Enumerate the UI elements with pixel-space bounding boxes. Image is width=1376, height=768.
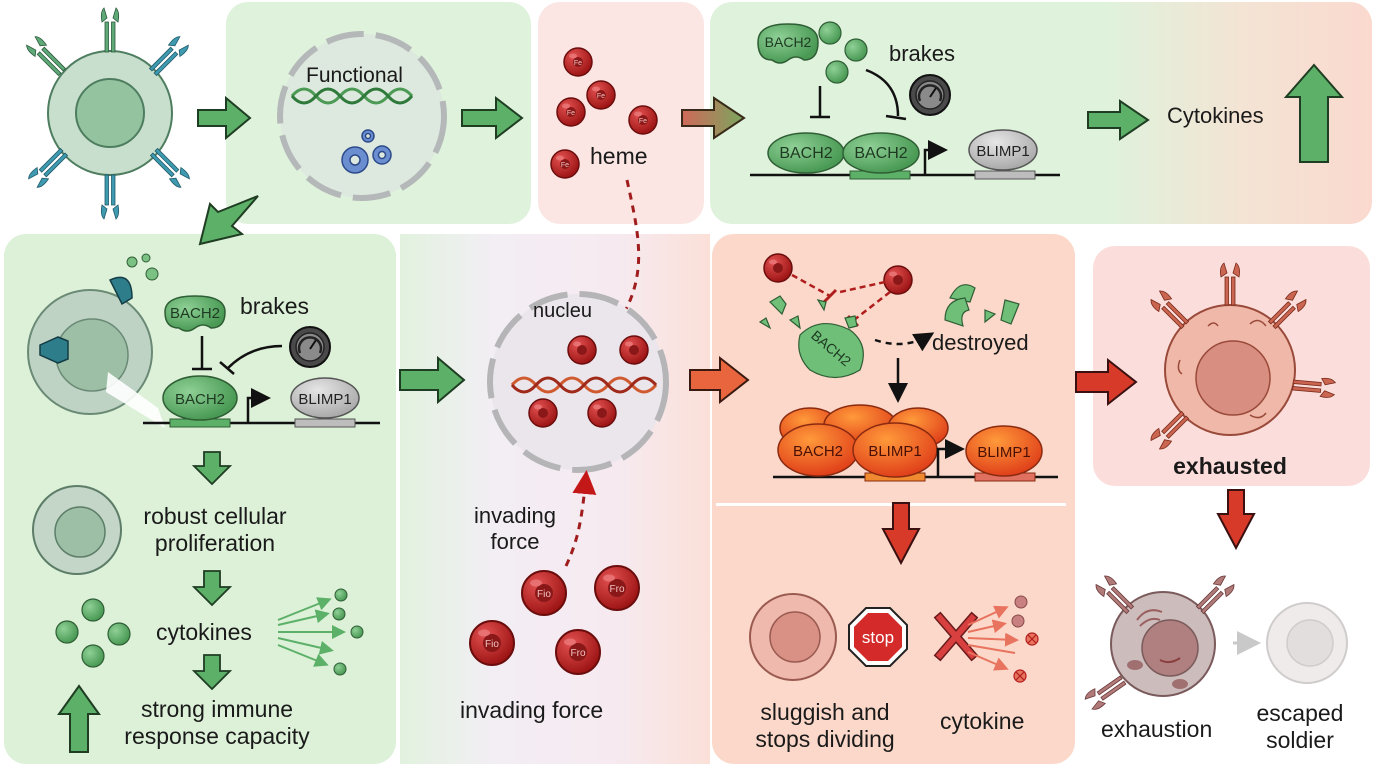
brakes-label-left: brakes xyxy=(240,293,310,319)
gauge-icon xyxy=(908,73,952,117)
immune-up-arrow xyxy=(57,684,101,753)
naive-t-cell xyxy=(24,7,192,220)
top-bach2-free xyxy=(757,23,819,64)
down-arrow-3 xyxy=(191,654,233,691)
sluggish-line-2: stops dividing xyxy=(755,726,895,752)
invading-fe-labels: Fio Fro Fio Fro xyxy=(485,584,625,659)
invading-dashed-arrow xyxy=(564,470,597,567)
functional-nucleus xyxy=(277,31,447,201)
svg-text:Fio: Fio xyxy=(485,639,499,650)
fe-glyphs: Fe Fe Fe Fe Fe xyxy=(561,60,647,169)
destruction-divider xyxy=(716,503,1066,506)
exhaustion-label: exhaustion xyxy=(1101,716,1213,742)
sluggish-cell xyxy=(749,593,837,681)
activated-cell xyxy=(27,253,165,428)
bach2-left-top-label: BACH2 xyxy=(170,305,220,322)
svg-text:Fe: Fe xyxy=(561,162,569,169)
red-down-arrow-2 xyxy=(1216,489,1256,551)
sluggish-line-1: sluggish and xyxy=(760,699,890,725)
svg-text:Fro: Fro xyxy=(610,584,625,595)
svg-text:Fe: Fe xyxy=(597,93,605,100)
complex-blimp1-label: BLIMP1 xyxy=(868,443,921,460)
invading-line-1: invading xyxy=(474,503,556,528)
down-arrow-1 xyxy=(191,451,233,486)
exhausted-label: exhausted xyxy=(1173,453,1287,479)
cytokine-cluster xyxy=(55,598,131,668)
bach2-left-bound-label: BACH2 xyxy=(175,391,225,408)
arrow-to-functional xyxy=(197,95,252,141)
svg-text:Fio: Fio xyxy=(537,589,551,600)
svg-text:Fe: Fe xyxy=(639,118,647,125)
escaped-soldier-label: escaped soldier xyxy=(1240,700,1360,754)
immune-line-2: response capacity xyxy=(124,723,310,749)
cytokines-label-top: Cytokines xyxy=(1167,103,1264,128)
gears-icon xyxy=(341,129,392,174)
escaped-cell xyxy=(1266,602,1348,684)
escaped-line-2: soldier xyxy=(1266,727,1334,753)
bach2-bound-label-2: BACH2 xyxy=(854,145,907,162)
heme-dashed-arrow xyxy=(608,179,641,337)
svg-text:Fe: Fe xyxy=(567,110,575,117)
invading-force-arrow-label: invading force xyxy=(455,503,575,555)
immune-line-1: strong immune xyxy=(140,696,294,722)
complex-bach2-label: BACH2 xyxy=(793,443,843,460)
arrow-to-cytokines xyxy=(1087,99,1150,141)
cytokine-label-blocked: cytokine xyxy=(940,708,1025,734)
arrow-to-destruction xyxy=(689,355,750,405)
arrow-down-left xyxy=(198,195,259,246)
stop-sign-label: stop xyxy=(862,628,894,647)
arrow-to-nucleus xyxy=(399,355,466,405)
stop-sign-icon xyxy=(848,607,908,667)
cytokine-spray xyxy=(277,597,346,667)
proliferation-line-2: proliferation xyxy=(154,530,276,556)
sluggish-label: sluggish and stops dividing xyxy=(735,699,915,753)
gauge-icon-left xyxy=(288,325,332,369)
proliferation-line-1: robust cellular xyxy=(143,503,287,529)
down-arrow-2 xyxy=(191,570,233,607)
proliferating-cell xyxy=(32,485,122,575)
nucleus-label: nucleu xyxy=(533,300,592,322)
red-down-arrow-1 xyxy=(881,502,921,566)
bach2-free-label: BACH2 xyxy=(765,34,812,50)
arrow-heme-to-brakes xyxy=(681,96,746,140)
heme-label: heme xyxy=(590,143,648,169)
arrow-to-exhausted xyxy=(1075,357,1138,407)
functional-label: Functional xyxy=(306,64,403,87)
blimp1-top-label: BLIMP1 xyxy=(976,143,1029,160)
bach2-fragments xyxy=(758,284,1020,379)
svg-text:Fe: Fe xyxy=(574,60,582,67)
invading-fe xyxy=(469,565,640,675)
exhausted-cell xyxy=(1148,262,1337,452)
bach2-bound-label-1: BACH2 xyxy=(779,145,832,162)
blimp1-left-label: BLIMP1 xyxy=(298,391,351,408)
immune-capacity-label: strong immune response capacity xyxy=(105,696,329,750)
svg-text:Fro: Fro xyxy=(571,648,586,659)
proliferation-label: robust cellular proliferation xyxy=(120,503,310,557)
exhaustion-cell xyxy=(1082,573,1237,713)
invading-force-label: invading force xyxy=(460,697,604,723)
cytokine-block-x-icon xyxy=(933,611,979,662)
arrow-to-heme xyxy=(461,95,524,141)
destroyed-label: destroyed xyxy=(932,330,1029,355)
invading-line-2: force xyxy=(490,529,540,554)
escaped-line-1: escaped xyxy=(1256,700,1344,726)
brakes-label-top: brakes xyxy=(889,41,956,66)
cytokines-up-arrow xyxy=(1283,63,1345,163)
blimp1-expressed-label: BLIMP1 xyxy=(977,444,1030,461)
invaded-nucleus xyxy=(487,291,669,473)
cytokines-label-left: cytokines xyxy=(156,619,252,645)
blimp1-complex xyxy=(773,404,1058,482)
